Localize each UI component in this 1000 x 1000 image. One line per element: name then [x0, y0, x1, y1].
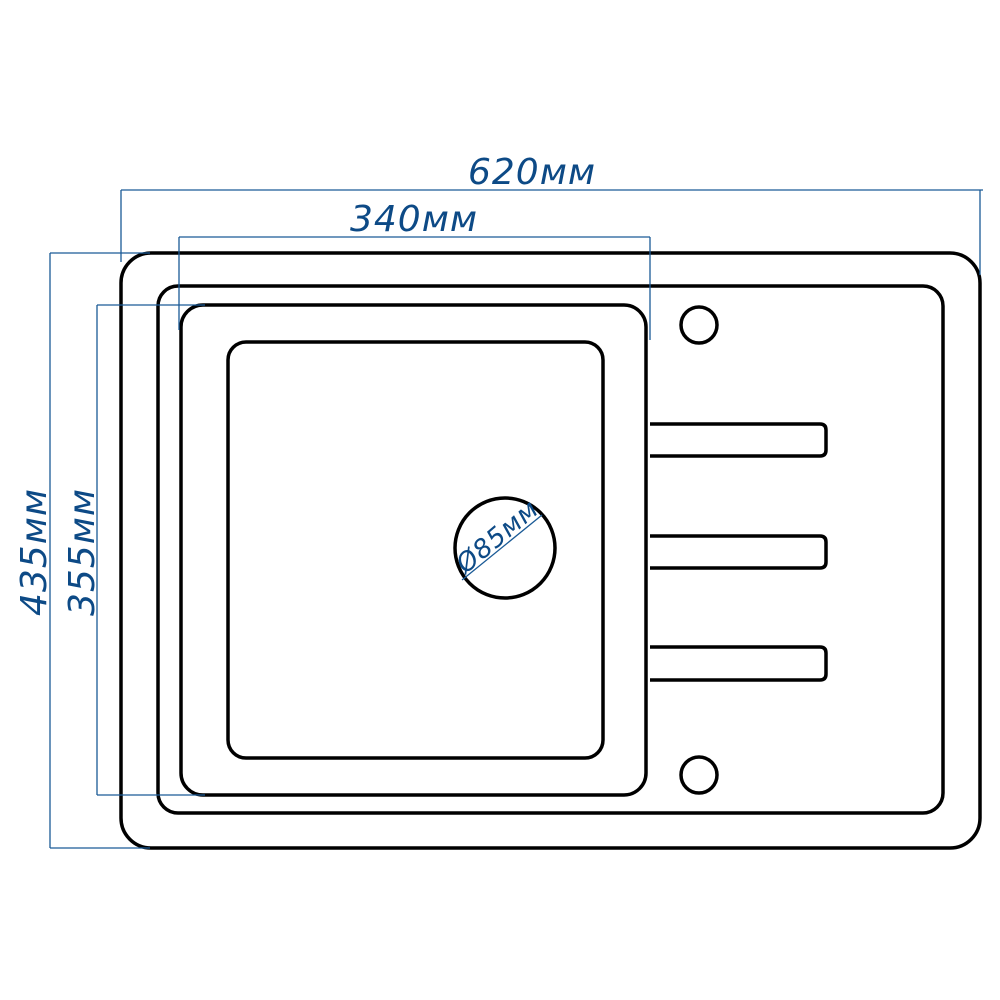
- tap-hole-bottom: [679, 755, 719, 795]
- drain-diameter-label: Ø85мм: [450, 494, 545, 580]
- dimension-overall-width: 620мм: [120, 152, 983, 275]
- drainer-groove-2: [650, 534, 828, 570]
- overall-width-label: 620мм: [468, 152, 596, 193]
- dimension-overall-depth: 435мм: [14, 252, 150, 849]
- drainer-groove-3: [650, 645, 828, 682]
- bowl-depth-label: 355мм: [62, 488, 103, 616]
- bowl-outer: [179, 303, 648, 797]
- dimension-drain-diameter: Ø85мм: [450, 494, 545, 581]
- sink-inner-rim: [156, 284, 945, 815]
- overall-depth-label: 435мм: [14, 488, 55, 616]
- bowl-width-label: 340мм: [350, 199, 478, 240]
- dimension-bowl-depth: 355мм: [62, 304, 205, 796]
- dimension-bowl-width: 340мм: [178, 199, 651, 340]
- drainer-groove-1: [650, 422, 828, 458]
- drain-hole: [453, 496, 557, 600]
- tap-hole-top: [679, 305, 719, 345]
- bowl-inner: [226, 340, 605, 760]
- sink-outer-edge: [119, 251, 982, 850]
